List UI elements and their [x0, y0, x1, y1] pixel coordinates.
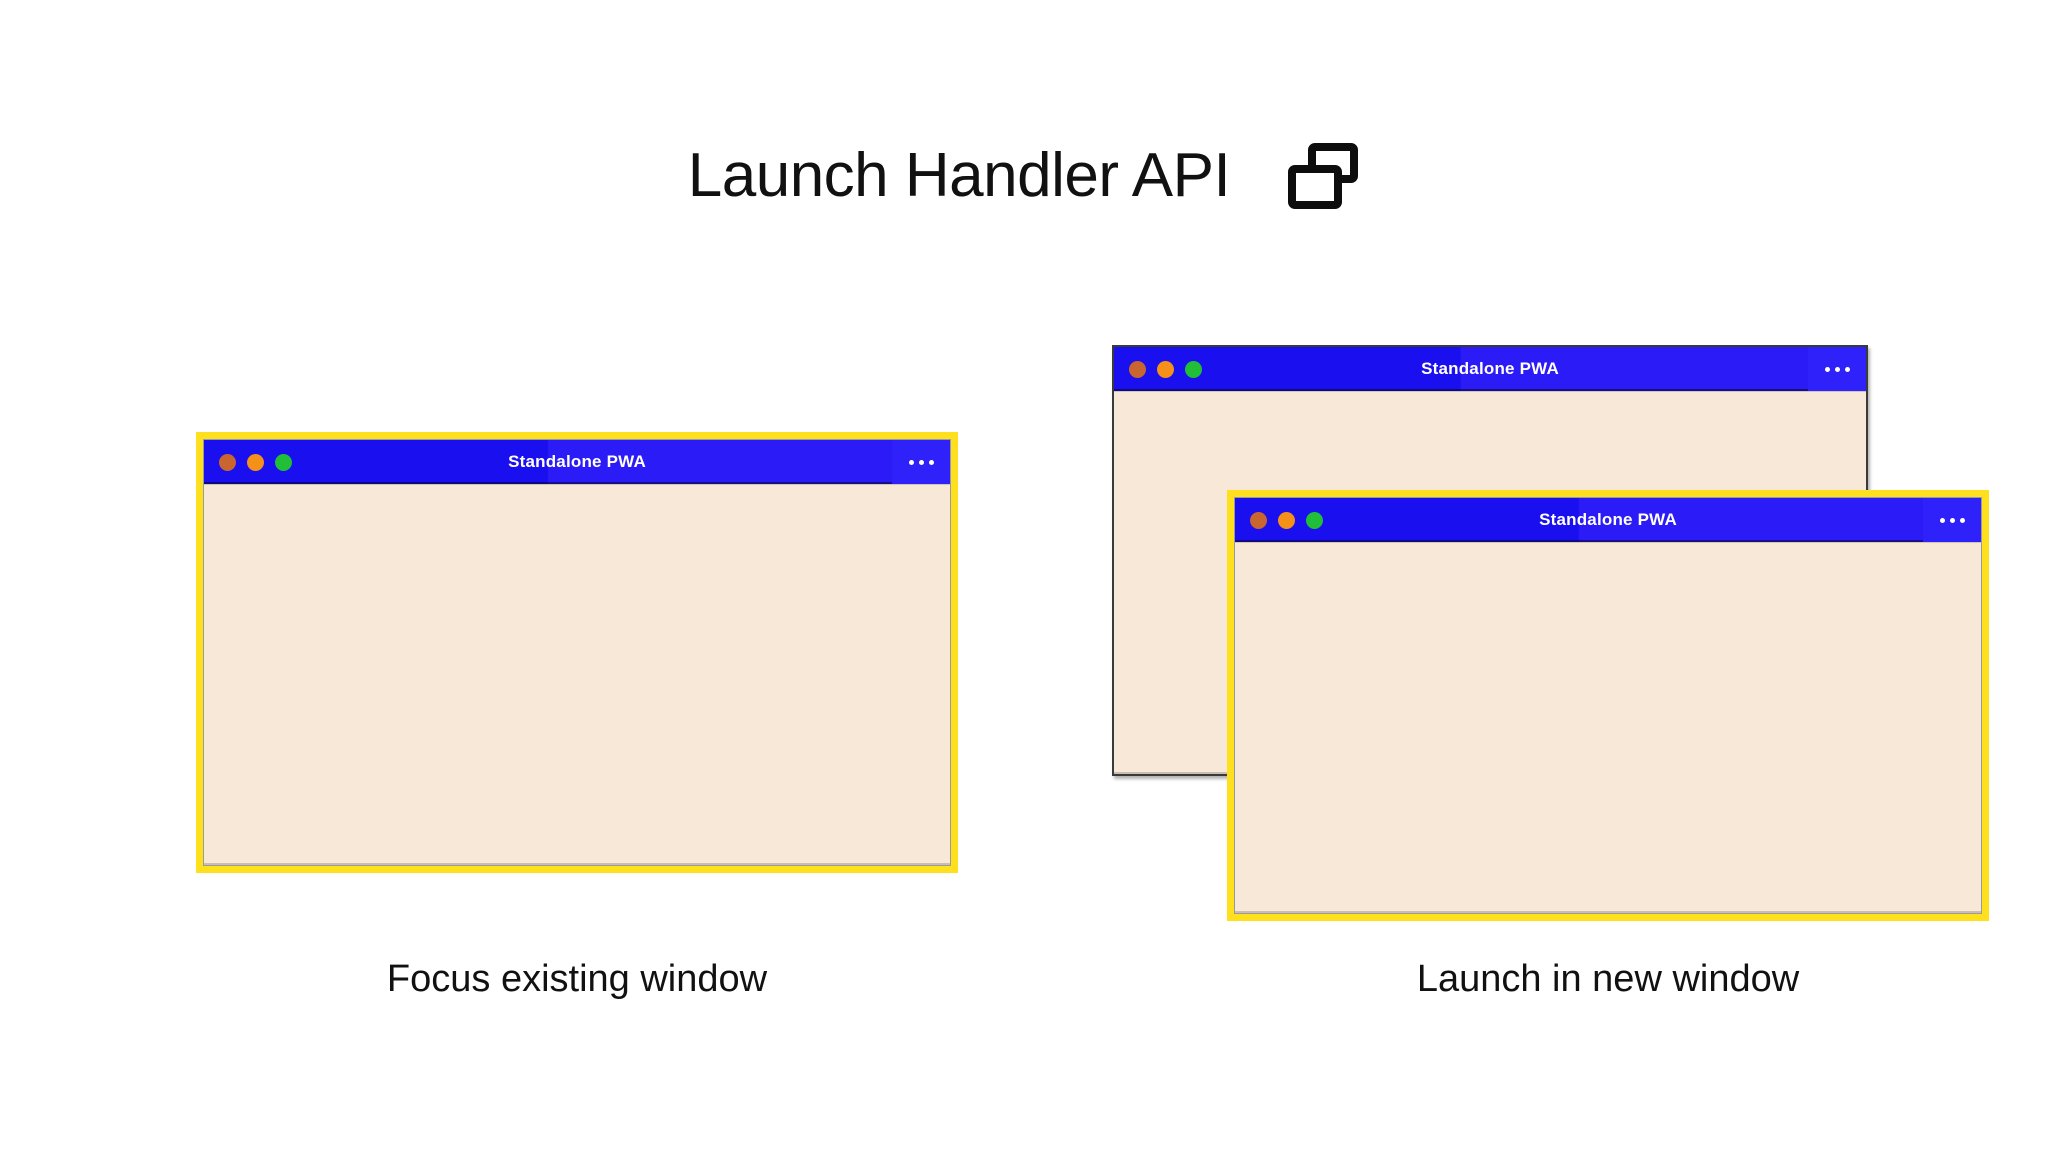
overflow-menu-icon[interactable] — [1923, 498, 1981, 542]
close-dot[interactable] — [1250, 511, 1267, 529]
menu-dot-3 — [1844, 366, 1850, 372]
window-titlebar[interactable]: Standalone PWA — [1235, 498, 1981, 542]
overflow-menu-icon[interactable] — [892, 440, 950, 484]
menu-dot-1 — [908, 459, 914, 465]
overflow-menu-icon[interactable] — [1808, 347, 1866, 391]
window-title: Standalone PWA — [508, 452, 646, 471]
menu-dot-1 — [1824, 366, 1830, 372]
maximize-dot[interactable] — [1306, 511, 1323, 529]
minimize-dot[interactable] — [1278, 511, 1295, 529]
maximize-dot[interactable] — [275, 453, 292, 471]
menu-dot-3 — [1959, 517, 1965, 523]
minimize-dot[interactable] — [247, 453, 264, 471]
maximize-dot[interactable] — [1185, 360, 1202, 378]
window-icon-front-rect — [1288, 165, 1343, 209]
menu-dot-3 — [928, 459, 934, 465]
caption-launch-in-new-window: Launch in new window — [1416, 958, 1800, 1000]
close-dot[interactable] — [219, 453, 236, 471]
pwa-window-newly-launched[interactable]: Standalone PWA — [1227, 490, 1989, 921]
caption-focus-existing-window: Focus existing window — [386, 958, 768, 1000]
window-content-area[interactable] — [1235, 542, 1981, 913]
window-inner: Standalone PWA — [1234, 497, 1982, 914]
window-title: Standalone PWA — [1539, 510, 1677, 529]
traffic-lights[interactable] — [1129, 360, 1202, 378]
traffic-lights[interactable] — [219, 453, 292, 471]
window-titlebar[interactable]: Standalone PWA — [204, 440, 950, 484]
pwa-window-focused[interactable]: Standalone PWA — [196, 432, 958, 873]
page-header: Launch Handler API — [0, 128, 2048, 224]
menu-dot-2 — [1949, 517, 1955, 523]
minimize-dot[interactable] — [1157, 360, 1174, 378]
menu-dot-2 — [1834, 366, 1840, 372]
traffic-lights[interactable] — [1250, 511, 1323, 529]
window-inner: Standalone PWA — [203, 439, 951, 866]
page-title: Launch Handler API — [687, 141, 1231, 210]
window-content-area[interactable] — [204, 484, 950, 865]
close-dot[interactable] — [1129, 360, 1146, 378]
two-windows-icon — [1286, 139, 1360, 213]
menu-dot-2 — [918, 459, 924, 465]
window-title: Standalone PWA — [1421, 359, 1559, 378]
menu-dot-1 — [1939, 517, 1945, 523]
window-titlebar[interactable]: Standalone PWA — [1114, 347, 1866, 391]
